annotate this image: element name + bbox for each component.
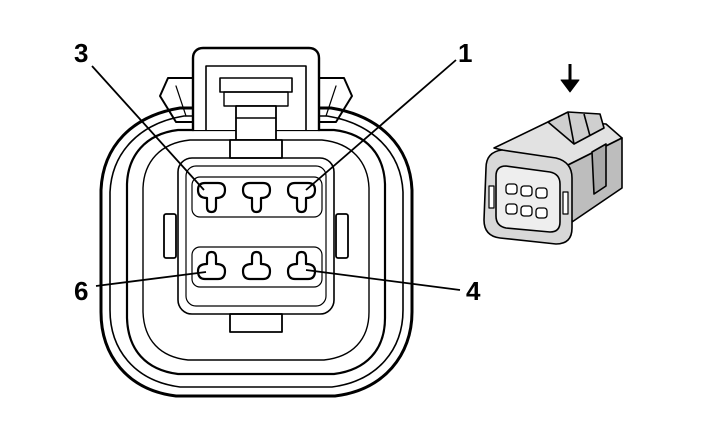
cavity-area <box>177 157 335 315</box>
terminal-surrounds <box>191 176 323 288</box>
pin-label-6: 6 <box>74 276 88 306</box>
latch-lock-tab <box>235 105 277 141</box>
latch-shoulder-right-rib <box>325 85 337 117</box>
inset-latch-rib <box>583 113 591 137</box>
latch-inner-frame <box>205 65 307 131</box>
terminal-pin-1 <box>286 181 317 214</box>
leader-lines <box>91 59 461 291</box>
pin-label-1: 1 <box>458 38 472 68</box>
terminal-pin-5 <box>241 250 272 281</box>
shroud-inner-outline <box>142 139 370 361</box>
inset-terminal-1 <box>505 183 518 195</box>
connector-isometric-inset <box>483 64 623 245</box>
inset-key-left <box>488 185 495 209</box>
pin-labels: 3 1 6 4 <box>74 38 481 306</box>
latch-shoulder-right <box>318 77 353 123</box>
inset-terminal-4 <box>505 203 518 215</box>
terminal-surround-top <box>191 176 323 218</box>
inset-side-rib <box>591 143 607 195</box>
leader-line-pin-3 <box>91 65 205 191</box>
leader-line-pin-4 <box>305 269 461 291</box>
side-key-right <box>335 213 349 259</box>
arrow-down-icon <box>560 64 580 93</box>
side-key-left <box>163 213 177 259</box>
housing-inner-outline <box>109 115 404 388</box>
terminal-pin-6 <box>196 250 227 281</box>
latch <box>159 46 353 141</box>
inset-front-face-inner <box>495 165 561 233</box>
terminal-pin-4 <box>286 250 317 281</box>
shroud-outline <box>125 128 387 376</box>
terminal-pin-3 <box>196 181 227 214</box>
terminal-row-top <box>196 181 317 214</box>
inset-terminal-5 <box>520 205 533 217</box>
polarizing-tab-bottom <box>229 313 283 333</box>
cavity-area-inner <box>185 165 327 307</box>
latch-shoulder-left-rib <box>175 85 187 117</box>
inset-key-right <box>562 191 569 215</box>
terminal-row-bottom <box>196 250 317 281</box>
housing-outer-outline <box>99 106 414 398</box>
leader-line-pin-6 <box>95 271 207 287</box>
connector-face-view <box>99 46 414 398</box>
inset-terminal-6 <box>535 207 548 219</box>
terminal-pin-2 <box>241 181 272 214</box>
pin-label-4: 4 <box>466 276 481 306</box>
inset-terminal-3 <box>535 187 548 199</box>
pin-label-3: 3 <box>74 38 88 68</box>
latch-shoulder-left <box>159 77 194 123</box>
latch-body <box>191 46 321 132</box>
polarizing-tab-top <box>229 139 283 159</box>
terminal-surround-bottom <box>191 246 323 288</box>
inset-latch-edge <box>567 111 575 145</box>
inset-terminal-2 <box>520 185 533 197</box>
inset-terminals <box>505 183 548 219</box>
inset-latch <box>547 111 605 145</box>
leader-line-pin-1 <box>305 59 457 191</box>
